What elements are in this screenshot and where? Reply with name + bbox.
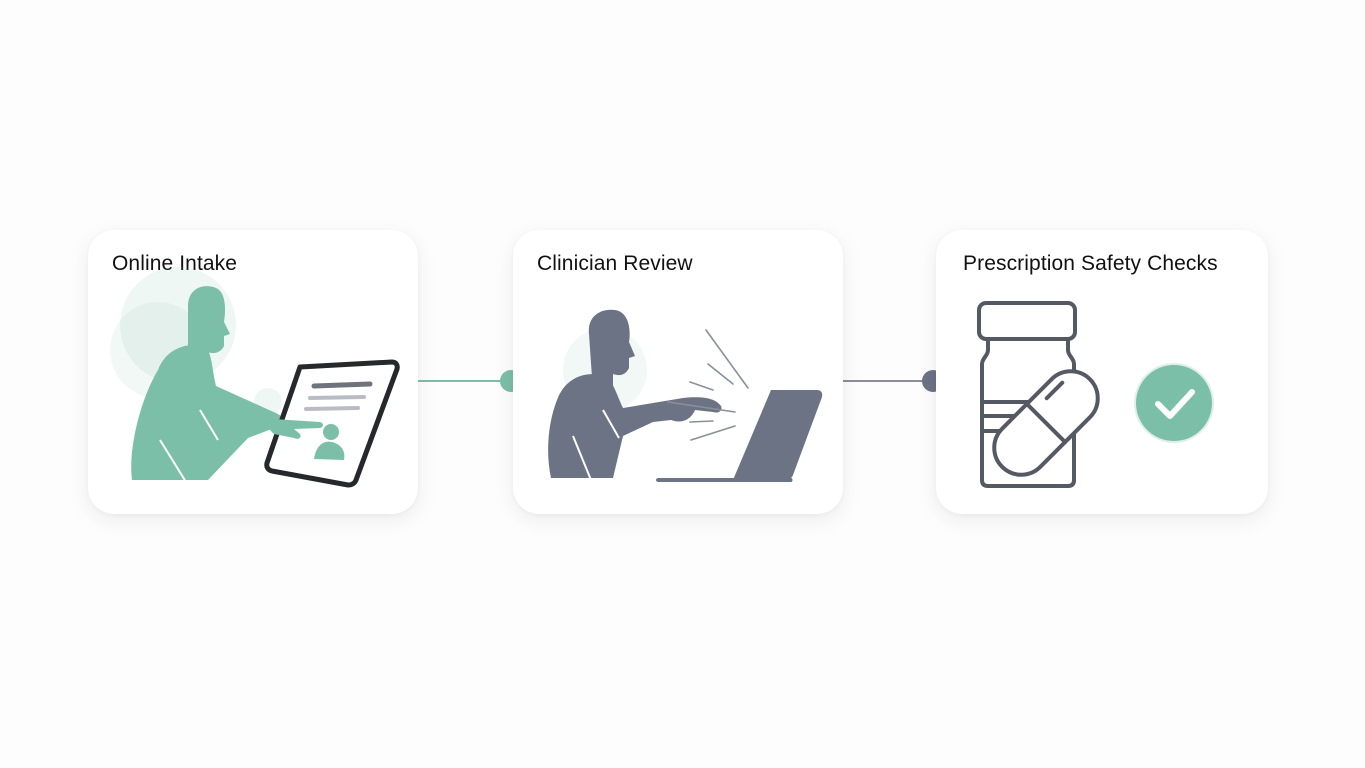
step-title: Prescription Safety Checks bbox=[963, 252, 1218, 275]
person-tablet-icon bbox=[110, 267, 400, 488]
step-card-online-intake: Online Intake bbox=[88, 230, 418, 514]
step-card-prescription-safety-checks: Prescription Safety Checks bbox=[936, 230, 1268, 514]
person-laptop-icon bbox=[548, 309, 823, 482]
step-title: Online Intake bbox=[112, 252, 238, 275]
connector-line-1 bbox=[418, 380, 508, 382]
step-title: Clinician Review bbox=[537, 252, 693, 275]
pill-bottle-check-icon bbox=[977, 301, 1214, 488]
connector-line-2 bbox=[843, 380, 933, 382]
step-card-clinician-review: Clinician Review bbox=[513, 230, 843, 514]
